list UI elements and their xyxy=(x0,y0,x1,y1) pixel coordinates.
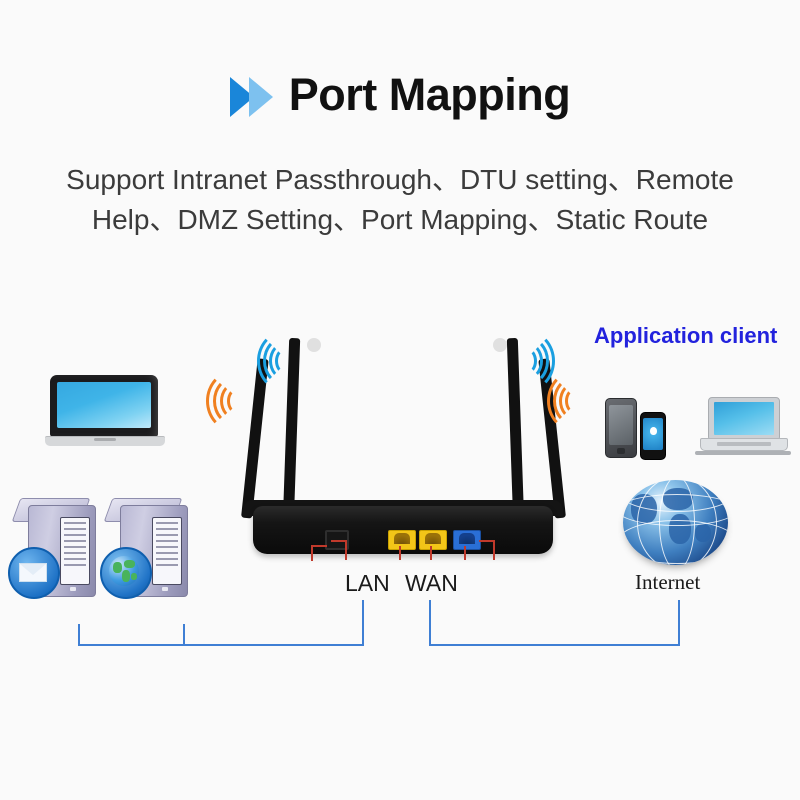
double-chevron-right-icon xyxy=(229,76,273,117)
internet-globe-icon xyxy=(623,480,733,568)
bracket-lan-right xyxy=(362,600,364,646)
lan-port-1 xyxy=(388,530,416,550)
wifi-signal-blue-right xyxy=(503,328,555,392)
apple-logo-icon xyxy=(650,427,657,435)
mail-badge-icon xyxy=(8,547,60,599)
lan-port-2 xyxy=(419,530,447,550)
wifi-signal-orange-left xyxy=(205,368,262,432)
bracket-internet-right xyxy=(678,600,680,646)
wifi-signal-blue-left xyxy=(257,328,301,392)
bracket-lan-bottom xyxy=(183,644,363,646)
wan-port xyxy=(453,530,481,550)
globe-badge-icon xyxy=(100,547,152,599)
laptop-icon-left xyxy=(45,375,165,455)
router-body xyxy=(253,506,553,561)
bracket-servers-left xyxy=(78,624,80,646)
internet-label: Internet xyxy=(635,570,701,594)
smartphone-blue-icon xyxy=(640,412,666,460)
wifi-signal-orange-right xyxy=(547,368,601,432)
status-dot-right xyxy=(493,338,507,352)
bracket-servers-bottom xyxy=(78,644,184,646)
wan-label: WAN xyxy=(405,570,458,596)
page-title-row: Port Mapping xyxy=(0,72,800,117)
smartphone-dark-icon xyxy=(605,398,637,458)
page-title: Port Mapping xyxy=(288,69,571,120)
bracket-wan-left xyxy=(429,600,431,646)
status-dot-left xyxy=(307,338,321,352)
application-client-label: Application client xyxy=(594,323,778,348)
lan-label: LAN xyxy=(345,570,390,596)
server-globe-icon xyxy=(100,495,192,600)
page-subtitle: Support Intranet Passthrough、DTU setting… xyxy=(66,164,734,235)
bracket-wan-bottom xyxy=(429,644,679,646)
laptop-icon-right xyxy=(695,397,791,459)
wifi-router xyxy=(206,310,585,561)
server-mail-icon xyxy=(8,495,100,600)
bracket-servers-right xyxy=(183,624,185,646)
